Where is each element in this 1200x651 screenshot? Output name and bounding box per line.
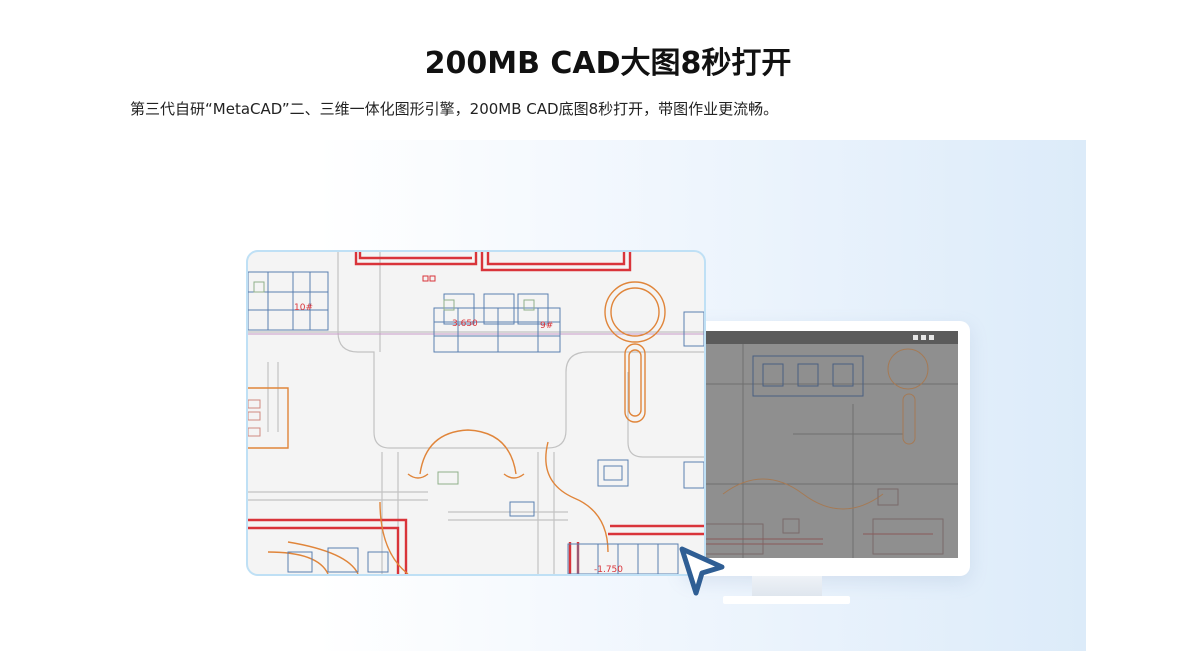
monitor-cad-thumbnail (703, 344, 958, 558)
cad-drawing-window: 10# 9# 3.650 -1.750 (246, 250, 706, 576)
monitor-title-bar (703, 331, 958, 344)
elevation-label-3650: 3.650 (452, 319, 478, 329)
page-subtitle: 第三代自研“MetaCAD”二、三维一体化图形引擎，200MB CAD底图8秒打… (130, 100, 779, 118)
elevation-label-minus-1750: -1.750 (594, 565, 623, 574)
cad-floor-plan: 10# 9# 3.650 -1.750 (248, 252, 704, 574)
building-label-9: 9# (540, 321, 553, 331)
monitor-stand-base (723, 596, 850, 604)
building-label-10: 10# (294, 303, 313, 313)
pointer-cursor-icon (679, 546, 725, 596)
page-title: 200MB CAD大图8秒打开 (424, 46, 792, 81)
monitor-screen (703, 331, 958, 558)
window-control-dot (929, 335, 934, 340)
monitor-stand-neck (752, 576, 822, 596)
window-control-dot (913, 335, 918, 340)
window-control-dot (921, 335, 926, 340)
